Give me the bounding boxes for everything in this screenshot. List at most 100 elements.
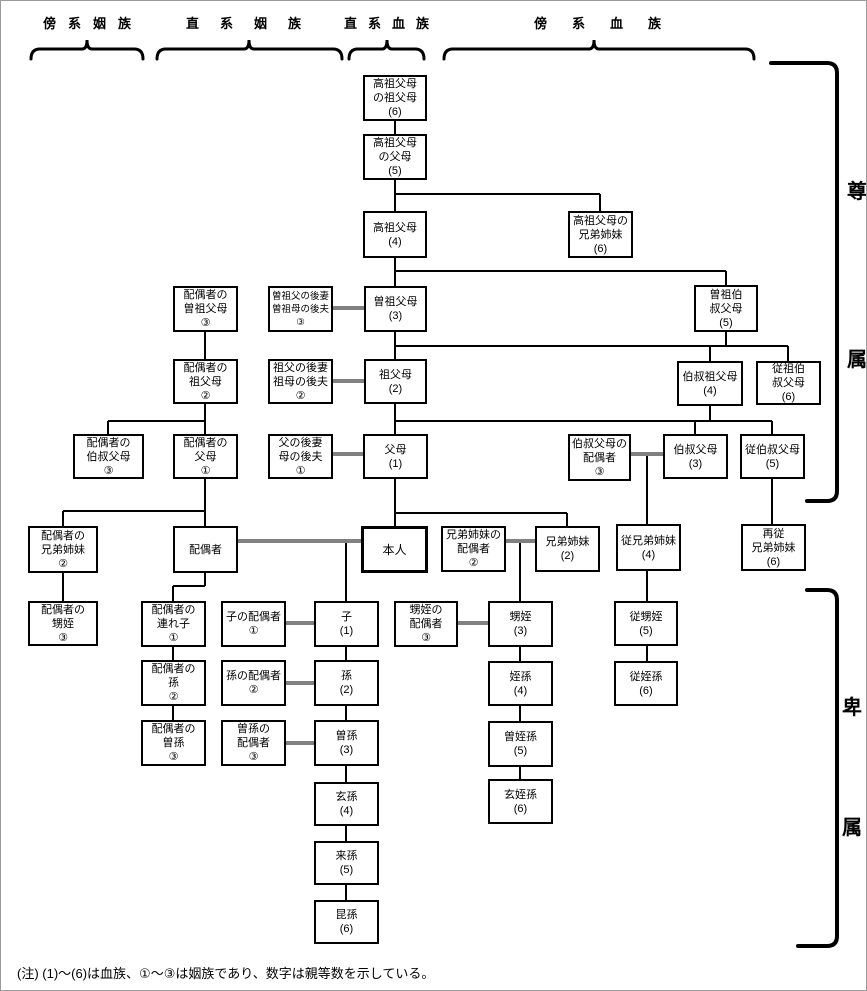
group-label-collateral-in-law: 傍系姻族	[43, 16, 144, 31]
node-sofu-no-gosai-line: 祖父の後妻	[273, 361, 328, 374]
node-juukyoudaishimai-line: (4)	[641, 548, 656, 561]
node-hakushukusofubo: 伯叔祖父母(4)	[677, 361, 743, 406]
node-meison-line: (4)	[513, 684, 528, 697]
node-hakushukusofubo-line: 伯叔祖父母	[682, 370, 738, 383]
footnote: (注) (1)〜(6)は血族、①〜③は姻族であり、数字は親等数を示している。	[17, 966, 435, 981]
node-souson-no-haiguusha-line: 曽孫の	[237, 723, 270, 735]
group-label-direct-blood: 直系血族	[344, 16, 441, 31]
node-kousofubo-no-kyoudaishimai-line: 高祖父母の	[573, 214, 628, 227]
node-kousofubo-line: 高祖父母	[373, 221, 417, 234]
node-souson-no-haiguusha-line: ③	[248, 751, 259, 763]
node-haiguusha-no-hakushukufubo-line: ③	[103, 464, 114, 477]
node-oimei-line: 甥姪	[509, 611, 532, 623]
node-kyoudaishimai-no-haiguusha-line: 配偶者	[457, 543, 490, 555]
node-juuhakushukufubo-line: 従伯叔父母	[745, 443, 800, 456]
node-mago-line: 孫	[341, 670, 352, 682]
descendants-label-char-1: 卑	[842, 697, 862, 719]
node-sousohakushukufubo-line: (5)	[719, 316, 733, 329]
descendants-label-char-2: 属	[842, 817, 862, 839]
node-haiguusha-no-tsurego: 配偶者の連れ子 ①	[141, 601, 206, 647]
node-souson: 曽孫 (3)	[314, 720, 379, 766]
node-kousofubo-no-fubo-line: (5)	[388, 165, 402, 177]
node-sousofubo-line: 曽祖父母	[373, 296, 418, 308]
node-haiguusha-no-oimei-line: ③	[58, 631, 68, 644]
node-kousofubo-no-kyoudaishimai-line: 兄弟姉妹	[578, 228, 623, 241]
node-haiguusha-no-mago-line: 配偶者の	[151, 663, 196, 675]
node-saijuukyoudaishimai-line: 兄弟姉妹	[751, 541, 796, 554]
node-haiguusha-line: 配偶者	[189, 543, 222, 556]
group-brace-0	[29, 39, 145, 61]
node-honnin: 本人	[361, 526, 428, 573]
node-kousofubo-no-fubo-line: の父母	[378, 151, 412, 163]
node-haiguusha-no-tsurego-line: 連れ子	[157, 618, 190, 630]
node-genson-line: (4)	[339, 805, 354, 817]
node-fubo-line: 父母	[384, 443, 407, 456]
node-haiguusha-no-tsurego-line: 配偶者の	[151, 604, 196, 616]
node-kyoudaishimai-no-haiguusha-line: ②	[468, 557, 479, 569]
group-brace-2	[347, 39, 426, 61]
node-oimei-no-haiguusha-line: ③	[421, 632, 431, 644]
node-juumeison-line: 従姪孫	[629, 670, 663, 683]
node-haiguusha-no-oimei-line: 配偶者の	[41, 603, 85, 616]
group-label-collateral-blood: 傍系血族	[534, 16, 687, 31]
node-sousofu-no-gosai-line: 曽祖父の後妻	[271, 290, 329, 302]
node-haiguusha-no-sousofubo-line: 曽祖父母	[183, 303, 228, 315]
node-ko-no-haiguusha-line: ①	[248, 625, 259, 637]
node-souson-line: 曽孫	[335, 730, 358, 742]
node-sousofu-no-gosai-line: 曽祖母の後夫	[271, 303, 329, 315]
node-hakushukufubo: 伯叔父母(3)	[663, 434, 728, 479]
group-brace-3	[442, 39, 756, 61]
node-meison-line: 姪孫	[509, 670, 532, 683]
node-soumeison-line: 曽姪孫	[504, 731, 537, 743]
node-chichi-no-gosai-line: ①	[295, 464, 306, 477]
node-hakushukusofubo-line: (4)	[703, 384, 717, 397]
node-juumeison: 従姪孫(6)	[614, 661, 678, 706]
node-juukyoudaishimai: 従兄弟姉妹(4)	[616, 524, 681, 571]
node-saijuukyoudaishimai: 再従兄弟姉妹(6)	[741, 524, 806, 571]
node-juuhakushukufubo: 従伯叔父母(5)	[740, 434, 805, 479]
node-ko-line: 子	[341, 611, 352, 623]
node-kyoudaishimai-line: 兄弟姉妹	[545, 536, 590, 548]
node-haiguusha-no-sousofubo-line: 配偶者の	[183, 289, 228, 301]
node-oimei-no-haiguusha-line: 配偶者	[409, 618, 443, 630]
node-souson-line: (3)	[339, 744, 354, 756]
node-haiguusha-no-fubo-line: 配偶者の	[183, 436, 228, 449]
node-sofu-no-gosai-line: 祖母の後夫	[273, 375, 328, 388]
node-juusohakushukufubo-line: 従祖伯	[772, 363, 805, 375]
node-kyoudaishimai-no-haiguusha-line: 兄弟姉妹の	[446, 529, 501, 541]
node-haiguusha-no-sofubo-line: ②	[200, 389, 211, 402]
node-haiguusha-no-souson-line: 曽孫	[162, 737, 185, 749]
node-sousofubo: 曽祖父母(3)	[364, 286, 427, 332]
node-haiguusha-no-tsurego-line: ①	[168, 632, 179, 644]
node-hakushukufubo-line: (3)	[688, 457, 703, 470]
node-haiguusha-no-hakushukufubo-line: 配偶者の	[86, 436, 131, 449]
node-haiguusha: 配偶者	[173, 526, 238, 573]
node-kyoudaishimai-line: (2)	[560, 550, 575, 562]
node-haiguusha-no-fubo-line: ①	[200, 464, 211, 477]
node-haiguusha-no-sofubo-line: 配偶者の	[183, 361, 228, 374]
node-soumeison-line: (5)	[513, 745, 528, 757]
node-haiguusha-no-kyoudaishimai-line: ②	[58, 557, 68, 570]
node-mago-no-haiguusha-line: 孫の配偶者	[226, 670, 281, 682]
node-sousohakushukufubo-line: 曽祖伯	[709, 288, 743, 301]
node-kousofubo-no-kyoudaishimai: 高祖父母の兄弟姉妹(6)	[568, 211, 633, 258]
node-kousofubo-no-sofubo-line: 高祖父母	[373, 78, 417, 90]
node-genson: 玄孫(4)	[314, 782, 379, 826]
node-konson: 昆孫(6)	[314, 900, 379, 944]
node-saijuukyoudaishimai-line: (6)	[766, 555, 781, 568]
node-kyoudaishimai: 兄弟姉妹 (2)	[535, 526, 600, 572]
node-haiguusha-no-oimei-line: 甥姪	[52, 617, 74, 630]
node-raison-line: 来孫	[335, 850, 358, 862]
